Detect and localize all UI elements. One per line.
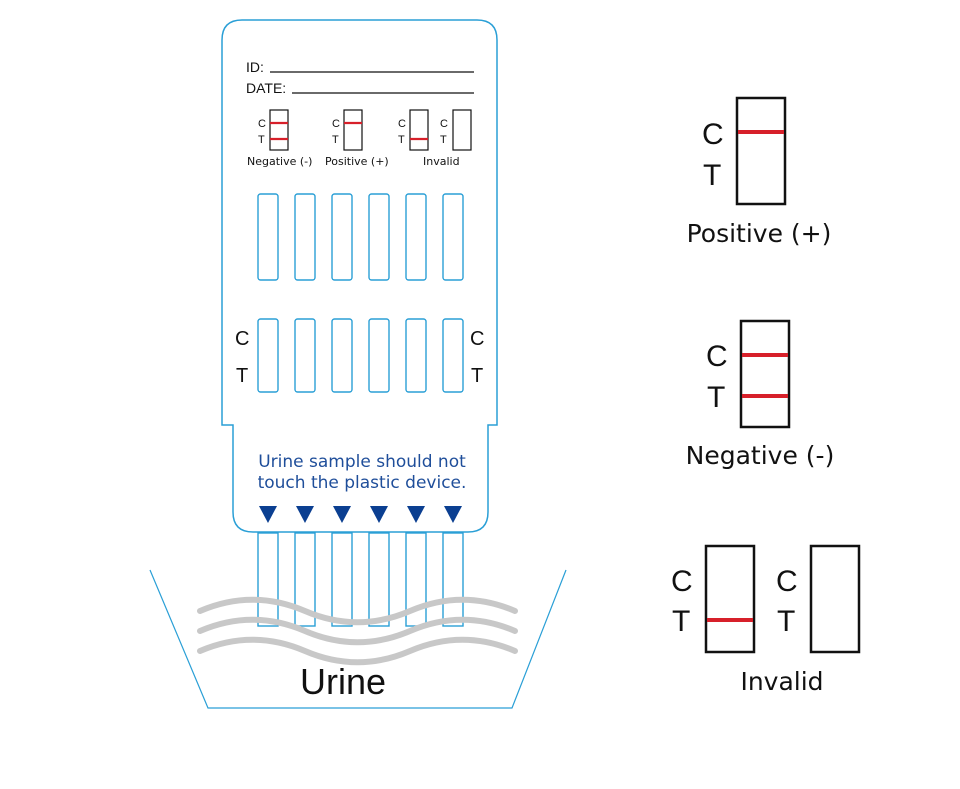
instruction-line-1: Urine sample should not [258, 452, 466, 472]
upper-strip-window [368, 193, 390, 281]
key-negative-label: Negative (-) [247, 155, 312, 168]
key-invalid: C T C T Invalid [398, 109, 472, 168]
positive-window [735, 96, 787, 206]
key-positive-window [343, 109, 363, 151]
key-invalid-t2: T [440, 134, 447, 146]
cup-label: Urine [300, 661, 386, 702]
upper-strip-window [257, 193, 279, 281]
upper-strip-window [331, 193, 353, 281]
window-t-right: T [471, 365, 483, 387]
invalid-window-1 [704, 544, 756, 654]
window-c-left: C [235, 328, 249, 350]
dip-strip [331, 532, 353, 627]
key-positive-t: T [332, 134, 339, 146]
result-invalid: C T C T Invalid [671, 544, 861, 696]
invalid-c1: C [671, 565, 693, 598]
down-arrow-icon [407, 506, 425, 523]
upper-strip-window [294, 193, 316, 281]
key-invalid-window-2 [452, 109, 472, 151]
invalid-c2: C [776, 565, 798, 598]
dip-arrows [259, 506, 462, 523]
down-arrow-icon [370, 506, 388, 523]
cup-outline [149, 569, 567, 709]
invalid-t1: T [672, 605, 690, 638]
instruction-line-2: touch the plastic device. [258, 473, 467, 493]
result-window [331, 318, 353, 393]
dip-strip [294, 532, 316, 627]
key-invalid-t1: T [398, 134, 405, 146]
key-negative-window [269, 109, 289, 151]
wave-3 [197, 636, 518, 666]
key-negative: C T Negative (-) [247, 109, 312, 168]
dip-strip [368, 532, 390, 627]
key-positive: C T Positive (+) [325, 109, 389, 168]
key-positive-c: C [332, 118, 340, 130]
wave-1 [197, 596, 518, 626]
negative-label: Negative (-) [686, 441, 835, 470]
upper-strip-window [405, 193, 427, 281]
date-label: DATE: [246, 80, 286, 96]
negative-c: C [706, 340, 728, 373]
negative-window [739, 319, 791, 429]
down-arrow-icon [259, 506, 277, 523]
dip-strips [257, 532, 464, 627]
positive-c: C [702, 118, 724, 151]
upper-strip-window [442, 193, 464, 281]
window-c-right: C [470, 328, 484, 350]
negative-t: T [707, 381, 725, 414]
upper-windows [257, 193, 464, 281]
down-arrow-icon [333, 506, 351, 523]
urine-cup [149, 569, 567, 709]
test-device: ID: DATE: C T Negative (-) C T Positive … [221, 19, 498, 533]
wave-2 [197, 616, 518, 646]
result-windows [257, 318, 464, 393]
key-invalid-c1: C [398, 118, 406, 130]
invalid-window-2 [809, 544, 861, 654]
urine-waves [197, 596, 518, 666]
down-arrow-icon [444, 506, 462, 523]
result-window [294, 318, 316, 393]
result-window [257, 318, 279, 393]
window-t-left: T [236, 365, 248, 387]
key-negative-t: T [258, 134, 265, 146]
positive-label: Positive (+) [687, 219, 832, 248]
id-label: ID: [246, 59, 264, 75]
key-negative-c: C [258, 118, 266, 130]
key-invalid-c2: C [440, 118, 448, 130]
down-arrow-icon [296, 506, 314, 523]
result-window [405, 318, 427, 393]
key-invalid-label: Invalid [423, 155, 460, 168]
dip-strip [442, 532, 464, 627]
result-window [442, 318, 464, 393]
invalid-label: Invalid [740, 667, 823, 696]
positive-t: T [703, 159, 721, 192]
key-positive-label: Positive (+) [325, 155, 389, 168]
invalid-t2: T [777, 605, 795, 638]
result-negative: C T Negative (-) [686, 319, 835, 470]
result-window [368, 318, 390, 393]
dip-strip [257, 532, 279, 627]
result-positive: C T Positive (+) [687, 96, 832, 248]
key-invalid-window-1 [409, 109, 429, 151]
